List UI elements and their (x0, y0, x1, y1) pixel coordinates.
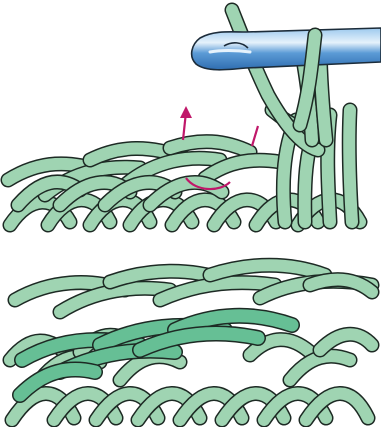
bottom-panel-completed-row (10, 265, 372, 420)
bottom-base-stitches (12, 393, 368, 420)
top-panel-hook-insert (8, 10, 381, 225)
crochet-hook-icon (192, 28, 381, 70)
bottom-top-chain (15, 265, 372, 312)
